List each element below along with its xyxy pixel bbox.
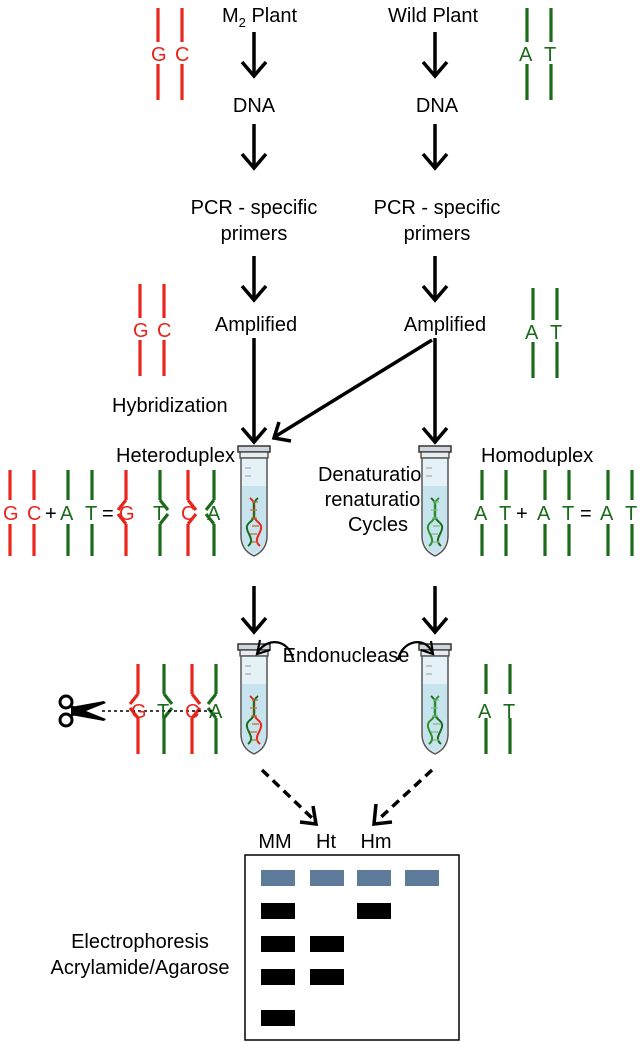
base-a: A: [207, 503, 221, 525]
base-g: G: [3, 503, 19, 525]
base-a: A: [60, 503, 74, 525]
right-pcr-label-1: PCR - specific: [374, 197, 501, 219]
denaturation-label-1: Denaturation/: [318, 464, 439, 486]
wild-plant-title: Wild Plant: [388, 5, 478, 27]
left-pcr-label-2: primers: [221, 223, 288, 245]
homoduplex-label: Homoduplex: [481, 445, 593, 467]
base-g: G: [133, 320, 149, 342]
base-g: G: [131, 701, 147, 723]
base-g: G: [119, 503, 135, 525]
endonuclease-label: Endonuclease: [283, 645, 410, 667]
heteroduplex-equation: [8, 470, 216, 556]
base-a: A: [519, 44, 533, 66]
gel-bands: [261, 903, 391, 1026]
base-a: A: [537, 503, 551, 525]
base-t: T: [157, 701, 169, 723]
base-c: C: [181, 503, 195, 525]
m2-plant-title: M2 Plant: [222, 5, 297, 30]
right-dna-label: DNA: [416, 95, 459, 117]
equals-sign: =: [102, 503, 114, 525]
base-t: T: [550, 322, 562, 344]
plus-sign: +: [45, 503, 57, 525]
lane-label-ht: Ht: [316, 831, 336, 853]
base-t: T: [153, 503, 165, 525]
hybridization-label: Hybridization: [112, 395, 228, 417]
tube-icon: [418, 445, 452, 557]
wild-pair-top: [525, 8, 553, 100]
right-amplified-label: Amplified: [404, 314, 486, 336]
base-c: C: [27, 503, 41, 525]
left-dna-label: DNA: [233, 95, 276, 117]
denaturation-label-2: renaturation: [325, 489, 432, 511]
lane-label-hm: Hm: [360, 831, 391, 853]
base-a: A: [600, 503, 614, 525]
heteroduplex-label: Heteroduplex: [116, 445, 235, 467]
left-amplified-label: Amplified: [215, 314, 297, 336]
mutant-pair-top: [156, 8, 184, 100]
tube-icon: [418, 643, 452, 755]
cleaved-heteroduplex: [128, 664, 218, 754]
tube-icon: [237, 643, 271, 755]
left-pcr-label-1: PCR - specific: [191, 197, 318, 219]
base-c: C: [185, 701, 199, 723]
wild-pair-uncut: [484, 664, 512, 754]
lane-label-mm: MM: [258, 831, 291, 853]
base-a: A: [474, 503, 488, 525]
base-t: T: [85, 503, 97, 525]
base-t: T: [544, 44, 556, 66]
right-pcr-label-2: primers: [404, 223, 471, 245]
wild-pair-amplified: [531, 288, 559, 378]
base-t: T: [503, 701, 515, 723]
mutant-pair-amplified: [138, 284, 166, 376]
base-a: A: [478, 701, 492, 723]
scissors-icon: [58, 694, 106, 728]
base-g: G: [151, 44, 167, 66]
base-t: T: [499, 503, 511, 525]
electrophoresis-label-1: Electrophoresis: [71, 931, 209, 953]
denaturation-label-3: Cycles: [348, 514, 408, 536]
arrows-to-gel: [260, 768, 434, 827]
base-a: A: [209, 701, 223, 723]
tube-icon: [237, 445, 271, 557]
plus-sign: +: [516, 503, 528, 525]
arrows-right: [271, 32, 449, 445]
homoduplex-equation: [480, 470, 634, 556]
base-c: C: [157, 320, 171, 342]
base-t: T: [562, 503, 574, 525]
equals-sign: =: [580, 503, 592, 525]
gel-wells: [261, 870, 439, 886]
base-t: T: [625, 503, 637, 525]
arrows-left: [240, 32, 268, 445]
electrophoresis-label-2: Acrylamide/Agarose: [51, 957, 230, 979]
base-a: A: [525, 322, 539, 344]
base-c: C: [175, 44, 189, 66]
arrows-endonuclease: [240, 586, 449, 661]
